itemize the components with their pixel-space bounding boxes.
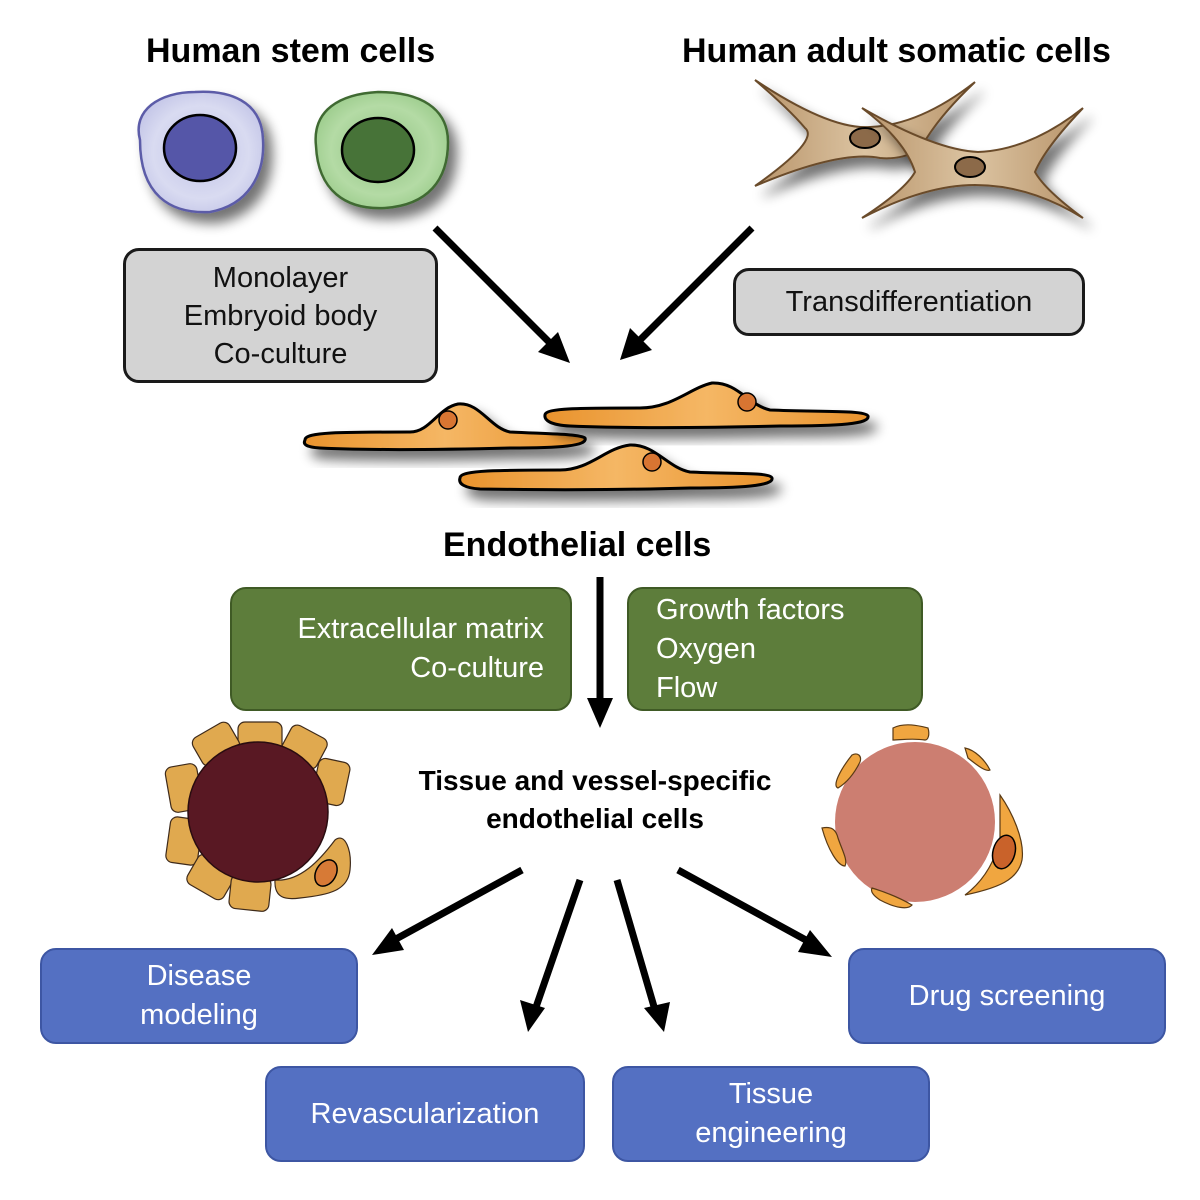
heading-human-adult-somatic-cells: Human adult somatic cells <box>682 32 1111 70</box>
heading-endothelial-cells: Endothelial cells <box>443 526 712 564</box>
somatic-cell-1 <box>754 79 976 187</box>
factor-oxygen: Oxygen <box>656 632 756 665</box>
method-co-culture: Co-culture <box>213 337 348 370</box>
factor-co-culture: Co-culture <box>410 652 544 684</box>
vessel-cross-section-right <box>821 724 1024 909</box>
stem-cell-green <box>314 90 450 210</box>
application-label: Revascularization <box>310 1097 540 1130</box>
heading-specific-line2: endothelial cells <box>486 803 704 834</box>
application-drug-screening: Drug screening <box>848 948 1166 1044</box>
heading-human-stem-cells: Human stem cells <box>146 32 436 70</box>
application-label: Drug screening <box>908 979 1106 1012</box>
method-embryoid-body: Embryoid body <box>183 299 378 332</box>
application-label-line2: modeling <box>140 999 258 1031</box>
application-revascularization: Revascularization <box>265 1066 585 1162</box>
arrow-somatic-to-endothelial <box>620 225 755 360</box>
transdifferentiation-box: Transdifferentiation <box>733 268 1085 336</box>
stem-cell-methods-box: Monolayer Embryoid body Co-culture <box>123 248 438 383</box>
application-label-line1: Tissue <box>728 1078 814 1110</box>
application-tissue-engineering: Tissue engineering <box>612 1066 930 1162</box>
method-transdifferentiation: Transdifferentiation <box>785 286 1033 318</box>
stem-cell-blue <box>137 90 265 214</box>
endothelial-cell-3 <box>458 443 774 492</box>
growth-oxygen-flow-box: Growth factors Oxygen Flow <box>627 587 923 711</box>
application-label-line1: Disease <box>146 960 252 992</box>
factor-growth-factors: Growth factors <box>656 593 845 626</box>
application-disease-modeling: Disease modeling <box>40 948 358 1044</box>
vessel-cross-section-left <box>164 721 351 912</box>
heading-tissue-vessel-specific: Tissue and vessel-specific endothelial c… <box>340 762 850 838</box>
arrow-stem-to-endothelial <box>432 225 570 363</box>
heading-specific-line1: Tissue and vessel-specific <box>418 765 772 796</box>
arrow-endothelial-to-specific <box>587 577 613 728</box>
application-label-line2: engineering <box>695 1117 847 1149</box>
method-monolayer: Monolayer <box>212 261 349 294</box>
endothelial-cell-2 <box>543 381 870 429</box>
arrow-to-revascularization <box>520 878 584 1032</box>
factor-extracellular-matrix: Extracellular matrix <box>297 613 544 645</box>
matrix-coculture-box: Extracellular matrix Co-culture <box>230 587 572 711</box>
endothelial-cell-1 <box>302 402 587 451</box>
somatic-cell-2 <box>861 107 1084 219</box>
arrow-to-disease-modeling <box>372 866 524 955</box>
arrow-to-drug-screening <box>676 866 832 957</box>
arrow-to-tissue-engineering <box>613 879 670 1032</box>
factor-flow: Flow <box>656 671 718 704</box>
